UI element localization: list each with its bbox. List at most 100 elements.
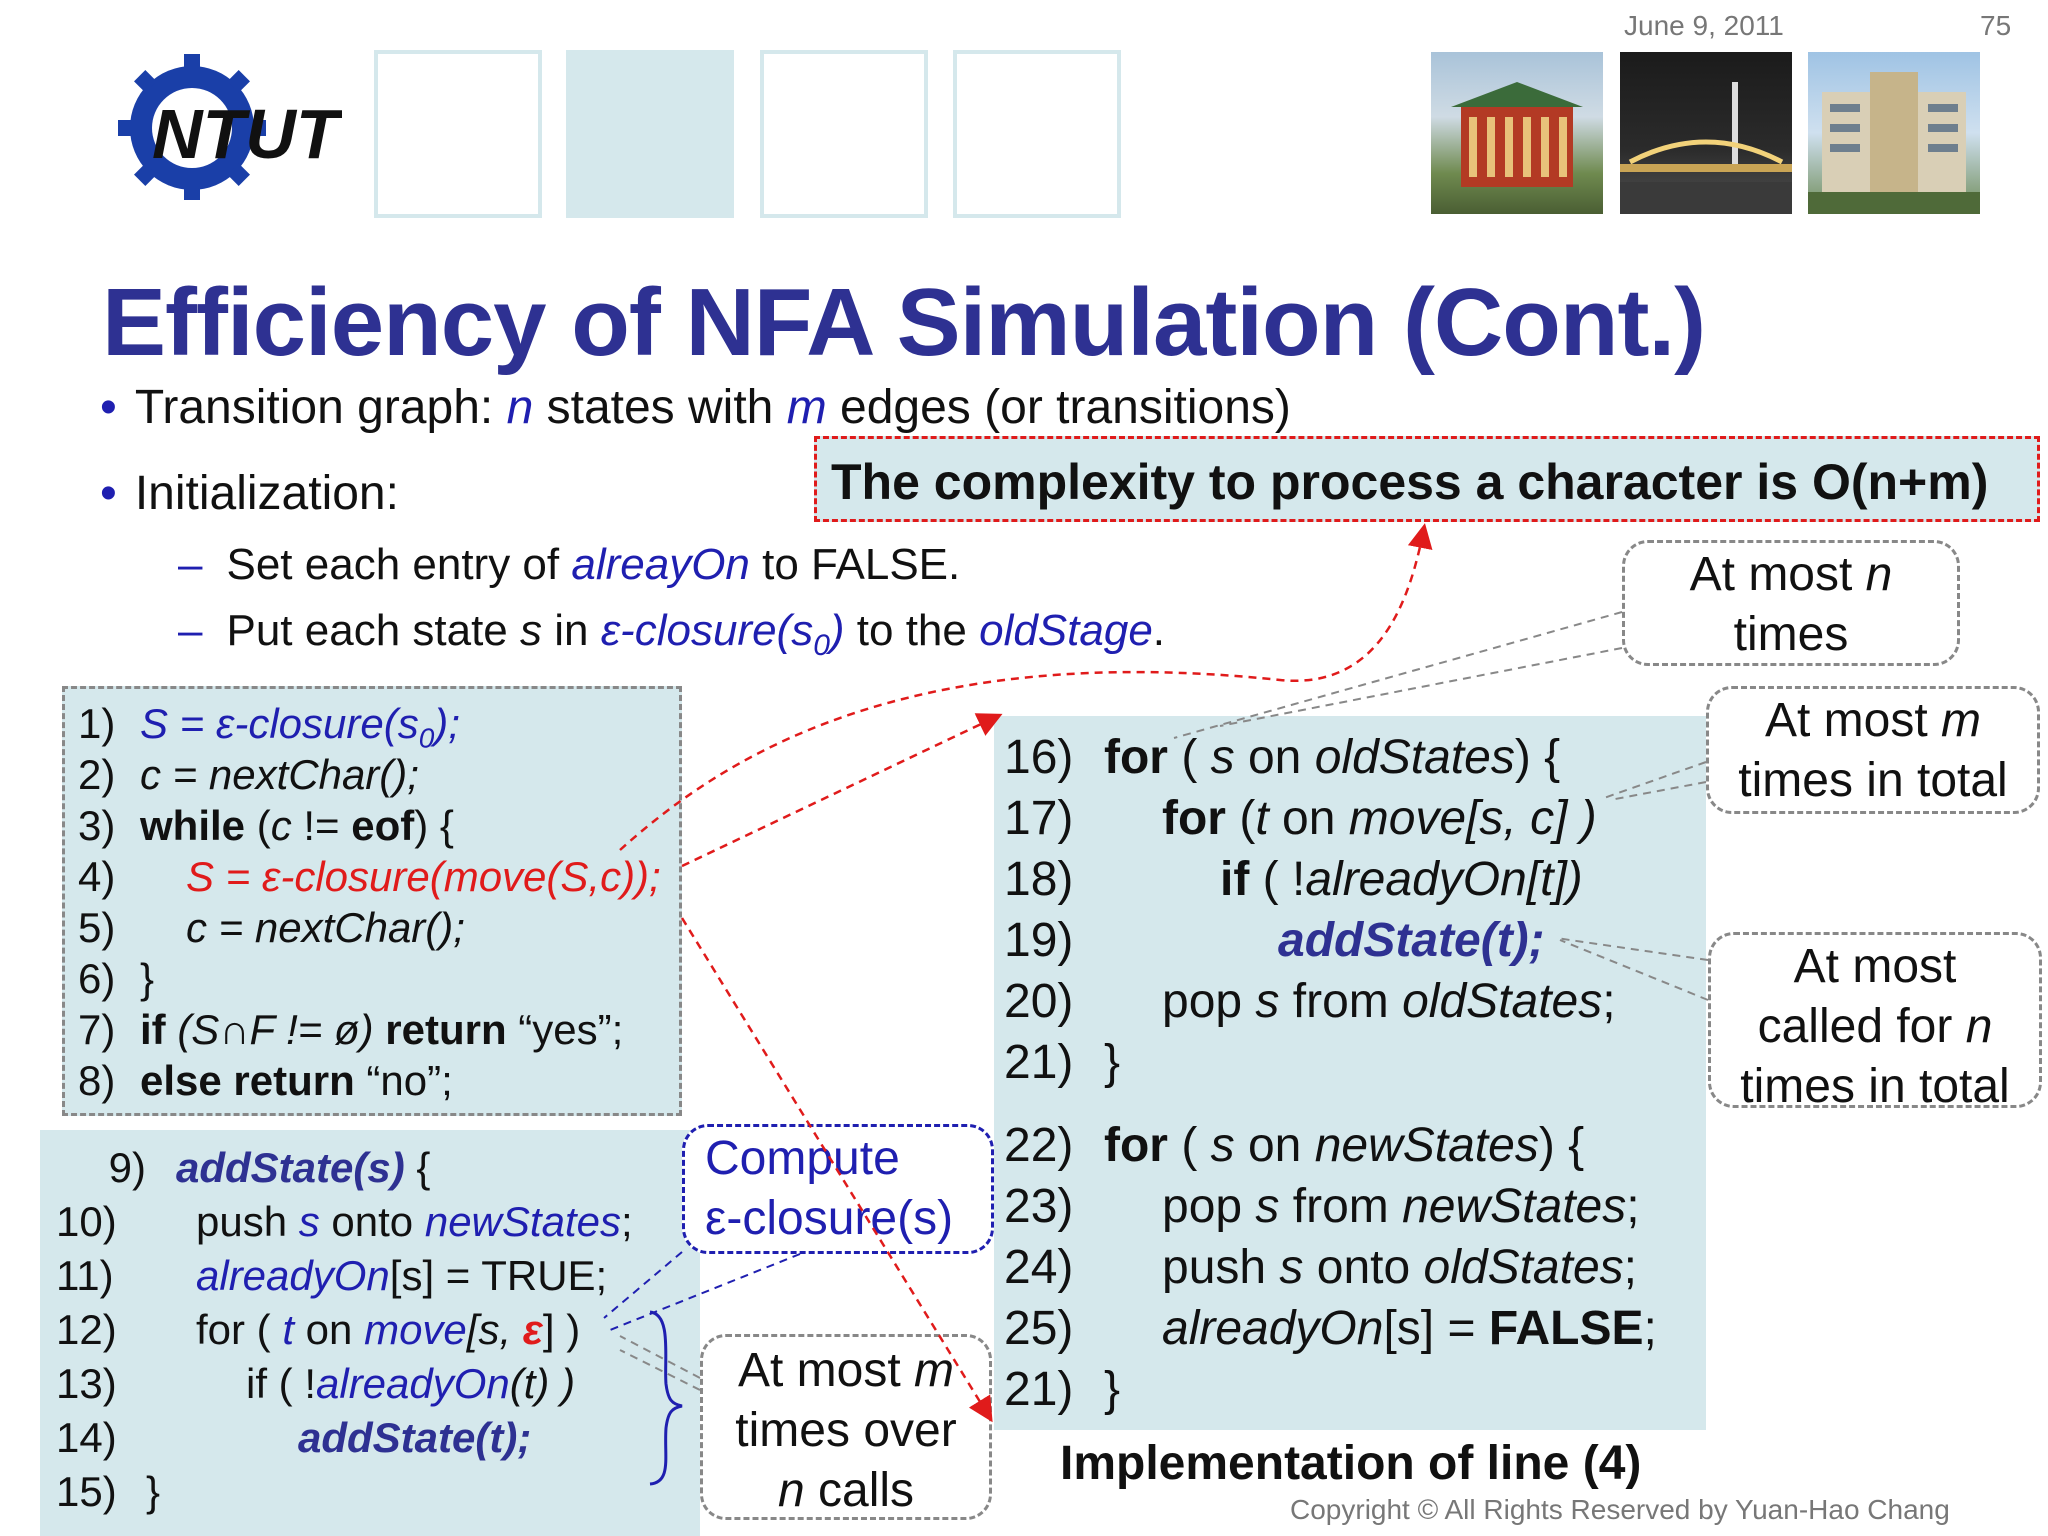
keyword: for (1104, 731, 1168, 784)
line-number: 1) (78, 700, 116, 747)
sub-text: Set each entry of (226, 540, 572, 589)
code-line-5: 5)c = nextChar(); (78, 904, 465, 952)
deco-square-4 (953, 50, 1121, 218)
keyword: return (385, 1006, 507, 1053)
ntut-logo: NTUT (112, 50, 344, 202)
code-text: ; (1602, 975, 1616, 1028)
code-text: [s] = (1383, 1302, 1489, 1355)
complexity-text: The complexity to process a character is… (831, 454, 1989, 510)
code-text: } (140, 955, 155, 1002)
copyright-text: Copyright © All Rights Reserved by Yuan-… (1290, 1494, 1950, 1525)
var-n: n (506, 381, 534, 434)
bullet-initialization: •Initialization: (100, 466, 399, 521)
eps-closure-close: ) (829, 606, 845, 655)
var-alreayon: alreayOn (571, 540, 750, 589)
code-text: onto (319, 1198, 425, 1245)
leader-at-most-n-2 (1219, 647, 1623, 727)
subscript-0: 0 (418, 722, 435, 754)
code-text: ( (1225, 792, 1256, 845)
callout-text: At most (1689, 548, 1866, 601)
var-oldstates: oldStates (1314, 731, 1515, 784)
var-n: n (1965, 1000, 1993, 1053)
code-line-12: 12)for ( t on move[s, ε] ) (56, 1306, 580, 1354)
code-line-1: 1) S = ε-closure(s0); (78, 700, 460, 754)
code-text: S = ε-closure(s (140, 700, 419, 747)
code-text: on (1234, 1119, 1315, 1172)
line-number: 4) (78, 853, 116, 900)
complexity-box: The complexity to process a character is… (814, 436, 2040, 522)
var-m: m (786, 381, 827, 434)
line-number: 23) (1004, 1180, 1074, 1233)
code-line-23: 23)pop s from newStates; (1004, 1179, 1640, 1234)
var-newstates: newStates (424, 1198, 621, 1245)
var-t: t (282, 1306, 295, 1353)
line-number: 20) (1004, 975, 1074, 1028)
code-text: ); (434, 700, 460, 747)
dash-marker: – (178, 540, 203, 589)
var-alreadyon: alreadyOn (1305, 853, 1527, 906)
sub-text: in (542, 606, 601, 655)
var-alreadyon: alreadyOn (316, 1360, 510, 1407)
code-line-8: 8)else return “no”; (78, 1057, 453, 1105)
code-text: from (1279, 975, 1403, 1028)
bridge-icon (1620, 82, 1792, 214)
bullet-transition-graph: •Transition graph: n states with m edges… (100, 380, 1291, 435)
var-n: n (777, 1464, 805, 1517)
line-number: 16) (1004, 731, 1074, 784)
callout-text: At most (1793, 940, 1957, 993)
callout-text: At most (1764, 694, 1942, 747)
code-text: ; (620, 1198, 633, 1245)
callout-text: times in total (1740, 1060, 2010, 1113)
var-s: s (1210, 731, 1235, 784)
code-text: (t) ) (509, 1360, 576, 1407)
var-newstates: newStates (1402, 1180, 1627, 1233)
date-label: June 9, 2011 (1624, 10, 1784, 41)
sub-bullet-closure: –Put each state s in ε-closure(s0) to th… (178, 606, 1165, 663)
code-line-7: 7)if (S∩F != ø) return “yes”; (78, 1006, 623, 1054)
code-text: from (1279, 1180, 1403, 1233)
code-line-16: 16)for ( s on oldStates) { (1004, 730, 1560, 785)
logo-text: NTUT (152, 95, 342, 173)
code-line-2: 2)c = nextChar(); (78, 751, 419, 799)
code-line-11: 11)alreadyOn[s] = TRUE; (56, 1252, 607, 1300)
code-line-13: 13)if ( !alreadyOn(t) ) (56, 1360, 575, 1408)
sub-bullet-alreayon: –Set each entry of alreayOn to FALSE. (178, 540, 960, 590)
code-text: push (196, 1198, 299, 1245)
code-text-highlight: S = ε-closure(move(S,c)); (186, 853, 661, 900)
code-text: (S∩F != ø) (165, 1006, 386, 1053)
code-text: [s, c] ) (1466, 792, 1597, 845)
code-text: on (1234, 731, 1315, 784)
code-text: ( (245, 802, 271, 849)
code-text: ; (1626, 1180, 1640, 1233)
line-number: 7) (78, 1006, 116, 1053)
callout-text: Compute (705, 1132, 900, 1185)
code-text: ( ! (1249, 853, 1306, 906)
code-text: on (294, 1306, 365, 1353)
code-text: ) { (414, 802, 454, 849)
code-text: “no”; (354, 1057, 453, 1104)
sub-text: Put each state (226, 606, 521, 655)
var-m: m (1941, 694, 1982, 747)
code-text: ) { (1514, 731, 1561, 784)
code-box-addstate (40, 1130, 700, 1536)
var-alreadyon: alreadyOn (1162, 1302, 1384, 1355)
var-oldstates: oldStates (1423, 1241, 1624, 1294)
code-text: for ( (196, 1306, 283, 1353)
line-number: 6) (78, 955, 116, 1002)
slide-title: Efficiency of NFA Simulation (Cont.) (102, 269, 1706, 376)
dash-marker: – (178, 606, 203, 655)
bullet-text: Transition graph: (134, 381, 507, 434)
arrow-to-implementation (681, 713, 1003, 868)
var-m: m (914, 1344, 955, 1397)
keyword: else return (140, 1057, 355, 1104)
line-number: 15) (56, 1468, 117, 1515)
line-number: 12) (56, 1306, 117, 1353)
line-number: 9) (108, 1144, 146, 1191)
photo-campus-building (1808, 52, 1980, 214)
callout-called-n-times: At most called for n times in total (1708, 932, 2042, 1113)
code-text: onto (1303, 1241, 1424, 1294)
line-number: 13) (56, 1360, 117, 1407)
code-text: on (1268, 792, 1349, 845)
tower-icon (1808, 72, 1980, 214)
code-box-main (62, 686, 682, 1116)
